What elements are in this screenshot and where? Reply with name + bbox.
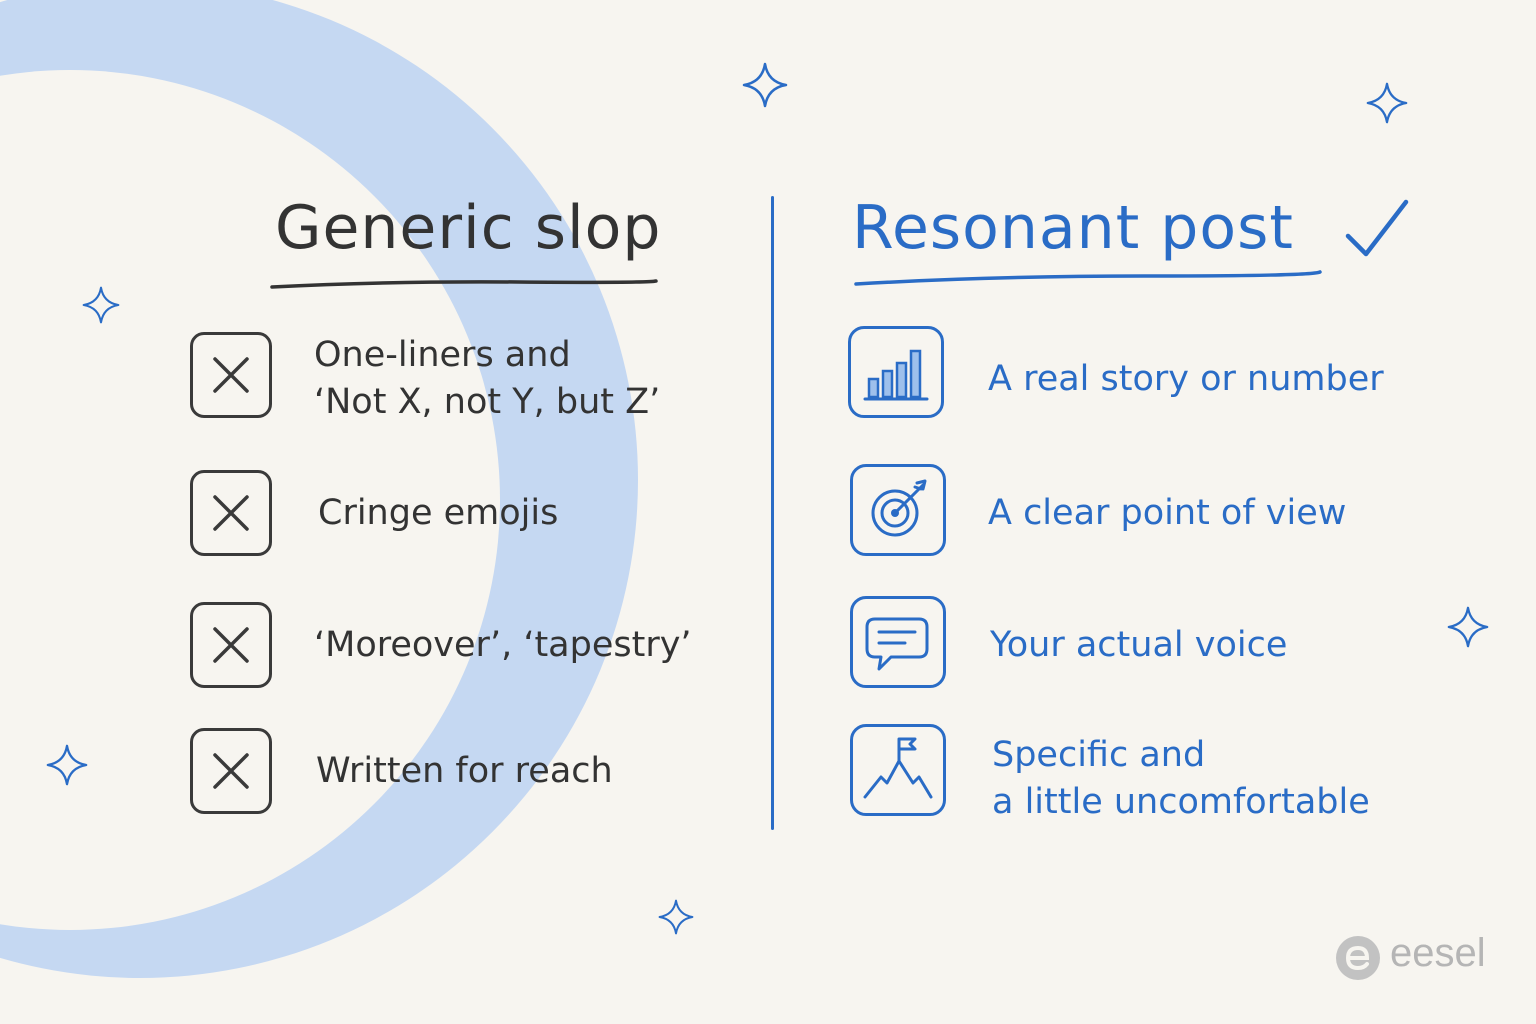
item-label: a little uncomfortable (992, 782, 1370, 822)
target-icon (850, 464, 946, 556)
sparkle-icon (742, 62, 788, 108)
item-label: Written for reach (316, 751, 613, 791)
sparkle-icon (46, 744, 88, 786)
x-box-icon (190, 602, 272, 688)
center-divider (771, 196, 774, 830)
checkmark-icon (1345, 199, 1409, 257)
sparkle-icon (1447, 606, 1489, 648)
x-box-icon (190, 728, 272, 814)
sparkle-icon (82, 286, 120, 324)
item-label: A clear point of view (988, 493, 1347, 533)
x-box-icon (190, 332, 272, 418)
brand-name: eesel (1390, 931, 1486, 975)
item-label: ‘Not X, not Y, but Z’ (314, 382, 661, 422)
sparkle-icon (1366, 82, 1408, 124)
right-panel-title: Resonant post (852, 193, 1294, 263)
item-label: Specific and (992, 735, 1206, 775)
x-box-icon (190, 470, 272, 556)
eesel-logo-icon (1336, 936, 1380, 980)
mountain-flag-icon (850, 724, 946, 816)
item-label: Your actual voice (990, 625, 1288, 665)
item-label: Cringe emojis (318, 493, 559, 533)
right-title-underline (854, 270, 1322, 286)
speech-bubble-icon (850, 596, 946, 688)
item-label: ‘Moreover’, ‘tapestry’ (314, 625, 692, 665)
left-panel-title: Generic slop (275, 193, 662, 263)
item-label: One-liners and (314, 335, 571, 375)
item-label: A real story or number (988, 359, 1384, 399)
bar-chart-icon (848, 326, 944, 418)
left-title-underline (270, 279, 658, 289)
sparkle-icon (658, 899, 694, 935)
